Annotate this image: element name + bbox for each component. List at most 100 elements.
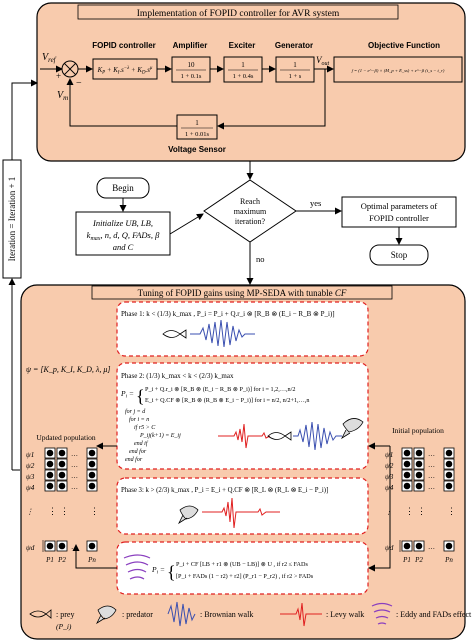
right-cell-dot [415,542,423,550]
left-col-label: P2 [57,556,66,564]
bottom-panel-title-box [91,285,393,300]
left-cell-dot [46,482,54,490]
amplifier-label: Amplifier [173,41,208,50]
phase2-predator-icon [341,418,364,440]
right-col-label: Pn [444,556,453,564]
right-cell-dot [403,449,411,457]
code-line-5: end if [134,440,149,447]
left-cell-dot [88,542,96,550]
phase3-text: Phase 3: k > (2/3) k_max , P_i = E_i + Q… [121,487,328,494]
stop-label: Stop [391,250,408,260]
optimal-box [341,196,457,228]
right-row-label: ψ2 [385,461,394,470]
phase2-brownian-walk [293,421,342,451]
phase1-text: Phase 1: k < (1/3) k_max , P_i = P_i + Q… [121,310,335,318]
legend: : prey (P_i) : predator : Brownian walk … [29,601,472,631]
right-cell-dot [415,471,423,479]
legend-levy-icon [280,602,322,627]
left-col-label: Pn [87,556,96,564]
fads-brace: { [167,562,176,582]
no-label: no [256,254,265,264]
left-ellipsis: ⋮ [60,506,69,516]
plus-sign: + [56,71,61,81]
objective-label: Objective Function [368,41,440,50]
left-cell-dot [46,460,54,468]
legend-predator-icon [96,605,117,625]
left-col-dots: … [71,461,78,469]
left-flow-arrow [72,544,117,569]
right-col-dots: … [428,450,435,458]
fads-line1: P_i + CF [LB + r1 ⊗ (UB − LB)] ⊗ U , if … [176,561,308,568]
fads-eddy-icon [123,554,151,580]
left-cell-dot [46,449,54,457]
vout-label: Vout [316,55,330,67]
left-cell-dot [58,449,66,457]
left-row-label: ψd [26,543,35,552]
left-row-label: ψ2 [26,461,35,470]
left-cell-dot [88,471,96,479]
legend-predator: : predator [122,610,153,619]
left-cell-dot [58,482,66,490]
left-cell-dot [88,460,96,468]
phase2-code: for j = d for i = n if r5 > C P_ij(k+1) … [125,408,181,463]
right-cell-dot [445,471,453,479]
right-cell-dot [403,482,411,490]
initialize-l2: kmax, n, d, Q, FADs, β [87,230,160,242]
right-col-dots: … [428,543,435,551]
left-ellipsis: ⋮ [48,506,57,516]
phase2-head: Phase 2: (1/3) k_max < k < (2/3) k_max [121,372,234,380]
initialize-l1: Initialize UB, LB, [92,218,153,228]
right-cell-dot [415,482,423,490]
left-ellipsis: ⋮ [90,506,99,516]
right-cell-dot [445,460,453,468]
legend-prey-symbol: (P_i) [56,622,72,631]
phase2-pi: Pi = [120,389,134,400]
right-cell-dot [445,542,453,550]
phase1-fish-icon [162,329,187,339]
left-col-dots: … [71,450,78,458]
decision-l1: Reach [240,197,260,206]
right-row-label: ⋮ [385,507,393,516]
left-row-label: ψ1 [26,450,34,459]
amplifier-num: 10 [188,61,196,69]
left-cell-dot [58,542,66,550]
phase3-box [116,477,369,535]
legend-prey-icon [29,609,52,619]
initialize-l3: and C [113,242,134,252]
phase2-line1: P_i + Q.r_i ⊗ [R_B ⊗ (E_i − R_B ⊗ P_i)] … [145,386,295,393]
code-line-2: for i = n [129,416,149,423]
objective-block [333,56,463,83]
phase2-line2: E_i + Q.CF ⊗ [R_B ⊗ (R_B ⊗ E_i − P_i)] f… [145,397,309,404]
sensor-num: 1 [195,119,199,127]
right-row-label: ψ3 [385,472,394,481]
left-col-label: P1 [45,556,54,564]
sensor-block [176,114,218,140]
code-line-3: if r5 > C [134,424,156,431]
stop-box [369,244,429,266]
left-cell-dot [58,471,66,479]
right-col-dots: … [428,461,435,469]
left-cell-dot [58,460,66,468]
generator-den: 1 + s [289,73,302,80]
vm-label: Vm [57,90,68,102]
code-line-6: end for [129,448,147,455]
code-line-1: for j = d [125,408,146,415]
left-col-dots: … [71,543,78,551]
legend-brownian: : Brownian walk [200,610,253,619]
legend-eddy-icon [371,602,393,625]
bottom-panel-title: Tuning of FOPID gains using MP-SEDA with… [138,288,347,298]
phase3-predator-icon [178,505,199,525]
sensor-den: 1 + 0.01s [185,131,210,138]
legend-levy: : Levy walk [326,610,364,619]
fads-pi: Pi = [151,565,165,576]
initial-population-label: Initial population [392,426,444,435]
phase2-fish-icon [267,431,292,441]
phase1-brownian-walk [190,319,255,348]
exciter-label: Exciter [229,41,256,50]
right-cell-dot [403,542,411,550]
right-flow-arrow [368,446,391,572]
optimal-l1: Optimal parameters of [361,201,438,211]
